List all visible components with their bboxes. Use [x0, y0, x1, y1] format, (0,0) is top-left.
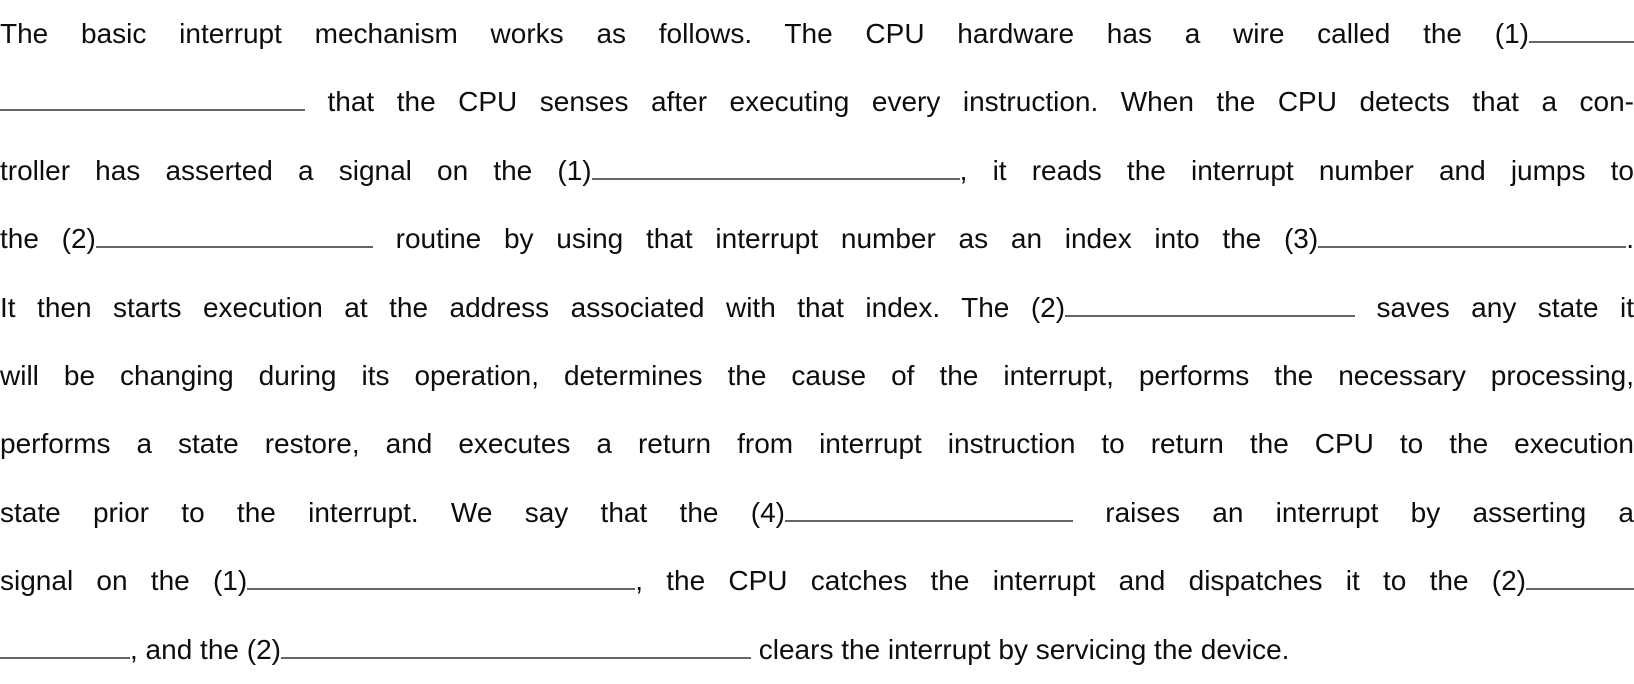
- document-line: troller has asserted a signal on the (1)…: [0, 137, 1634, 205]
- text-segment: the (2): [0, 223, 96, 255]
- text-segment: saves any state it: [1355, 291, 1634, 323]
- document-line: performs a state restore, and executes a…: [0, 410, 1634, 478]
- fill-in-blank: [0, 105, 305, 112]
- text-segment: , it reads the interrupt number and jump…: [959, 154, 1634, 186]
- text-segment: signal on the (1): [0, 565, 248, 597]
- text-segment: It then starts execution at the address …: [0, 291, 1066, 323]
- text-segment: troller has asserted a signal on the (1): [0, 154, 592, 186]
- text-segment: that the CPU senses after executing ever…: [305, 86, 1634, 118]
- document-line: , and the (2) clears the interrupt by se…: [0, 616, 1634, 684]
- text-segment: clears the interrupt by servicing the de…: [750, 633, 1290, 665]
- text-segment: raises an interrupt by asserting a: [1072, 496, 1634, 528]
- fill-in-blank: [1529, 37, 1634, 43]
- document-line: The basic interrupt mechanism works as f…: [0, 0, 1634, 68]
- document-line: state prior to the interrupt. We say tha…: [0, 479, 1634, 547]
- fill-in-blank: [0, 653, 130, 659]
- text-segment: performs a state restore, and executes a…: [0, 428, 1634, 460]
- text-segment: will be changing during its operation, d…: [0, 359, 1634, 391]
- text-segment: , and the (2): [130, 633, 281, 665]
- fill-in-blank: [1318, 242, 1627, 249]
- text-segment: The basic interrupt mechanism works as f…: [0, 18, 1529, 49]
- text-segment: state prior to the interrupt. We say tha…: [0, 496, 785, 528]
- fill-in-blank: [784, 516, 1073, 522]
- document-line: will be changing during its operation, d…: [0, 342, 1634, 410]
- fill-in-blank: [591, 174, 960, 180]
- document-line: signal on the (1) , the CPU catches the i…: [0, 547, 1634, 615]
- text-segment: routine by using that interrupt number a…: [372, 223, 1319, 255]
- document-line: the (2) routine by using that interrupt …: [0, 205, 1634, 273]
- text-segment: , the CPU catches the interrupt and disp…: [635, 565, 1526, 597]
- fill-in-blank: [1065, 311, 1356, 317]
- fill-in-blank: [95, 242, 373, 249]
- document-line: that the CPU senses after executing ever…: [0, 68, 1634, 136]
- fill-in-blank: [280, 653, 751, 659]
- fill-in-blank: [247, 584, 636, 591]
- text-segment: .: [1626, 223, 1634, 255]
- fill-in-blank: [1526, 584, 1634, 591]
- document-line: It then starts execution at the address …: [0, 274, 1634, 342]
